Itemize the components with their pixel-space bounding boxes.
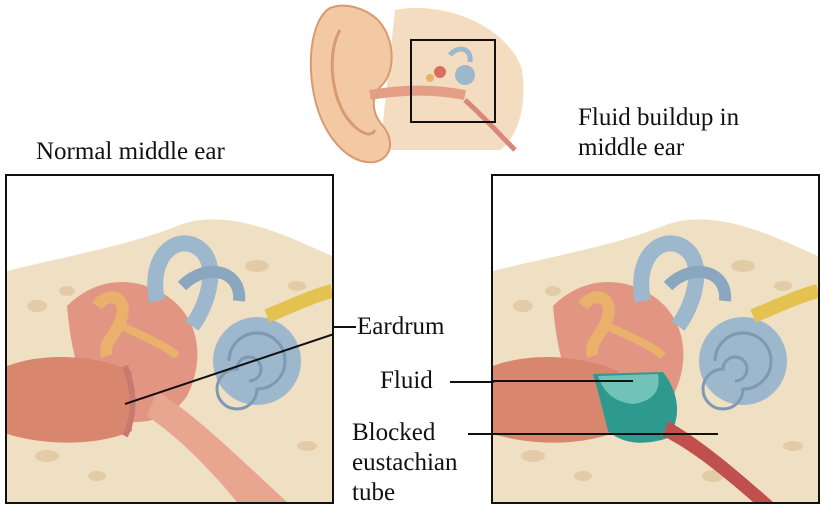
fluid-ear-title-line2: middle ear xyxy=(578,133,684,162)
fluid-ear-title-line1: Fluid buildup in xyxy=(578,103,739,132)
blocked-pointer-line xyxy=(468,433,494,435)
normal-ear-title: Normal middle ear xyxy=(36,137,225,166)
ear-overview-illustration xyxy=(300,0,530,168)
blocked-label-line3: tube xyxy=(352,478,395,507)
blocked-label-line1: Blocked xyxy=(352,418,435,447)
fluid-label: Fluid xyxy=(380,366,433,395)
normal-middle-ear-panel xyxy=(5,174,334,504)
fluid-middle-ear-panel xyxy=(491,174,820,504)
fluid-pointer-line xyxy=(450,381,494,383)
eardrum-pointer-line xyxy=(334,326,356,328)
blocked-label-line2: eustachian xyxy=(352,448,458,477)
eardrum-label: Eardrum xyxy=(357,312,444,341)
